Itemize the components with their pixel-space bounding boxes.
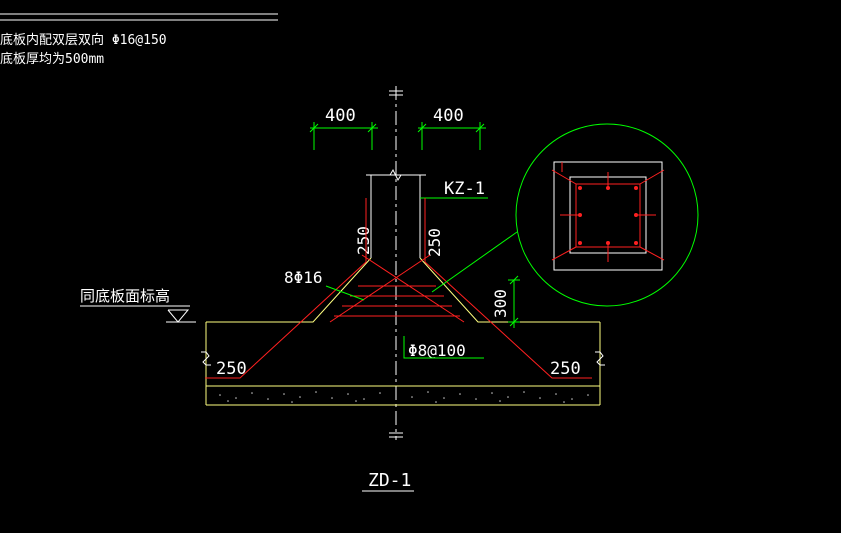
rebar-lines [205,198,592,379]
blinding-hatch [219,391,589,403]
column-section [551,161,665,271]
dim-left-vertical: 250 [354,226,373,255]
stirrups-leader [403,336,484,359]
dim-haunch-height: 300 [491,289,510,318]
column-section-bars [578,186,638,245]
title-block-lines [0,13,278,21]
elevation-mark [80,305,196,323]
column-label: KZ-1 [444,179,485,199]
detail-leader [431,231,518,293]
elevation-label: 同底板面标高 [80,287,170,305]
dim-right-vertical: 250 [425,228,444,257]
break-marks [201,351,605,366]
footing-outline [205,257,601,406]
haunch-dimension [508,275,520,328]
note-line-1: 底板内配双层双向 Φ16@150 [0,32,167,48]
drawing-title: ZD-1 [368,470,411,491]
dim-bottom-right: 250 [550,359,581,379]
top-dimensions [309,122,486,150]
note-line-2: 底板厚均为500mm [0,51,104,67]
dim-top-left: 400 [325,106,356,126]
dim-bottom-left: 250 [216,359,247,379]
stirrups-label: Φ8@100 [408,341,466,360]
dim-top-right: 400 [433,106,464,126]
top-bars-leader [325,285,365,301]
center-line [389,86,403,440]
detail-circle [515,123,699,307]
top-bars-label: 8Φ16 [284,268,323,287]
column-outline [366,168,426,258]
